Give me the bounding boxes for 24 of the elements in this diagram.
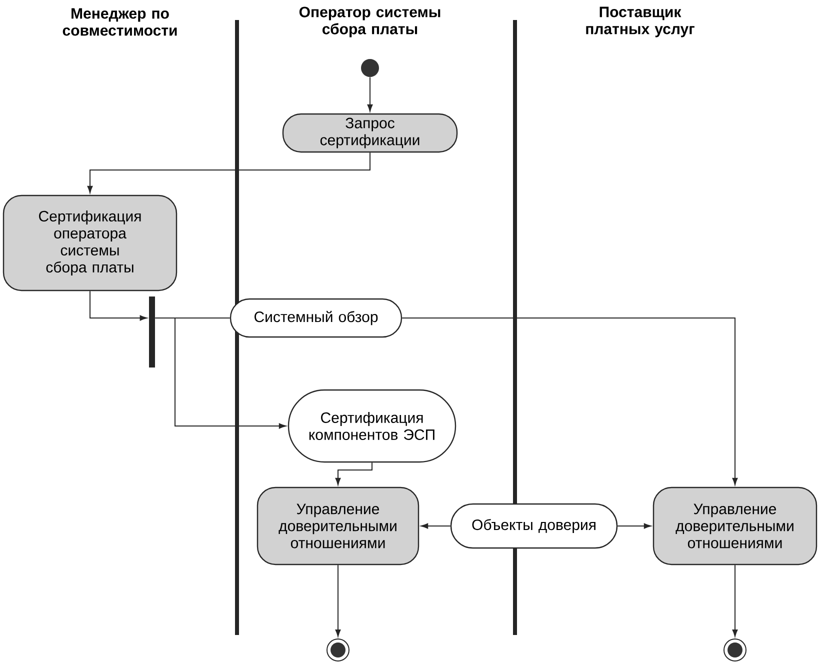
rounded-box: Сертификация компонентов ЭСП [288,389,456,463]
arrow [402,318,738,486]
end-node [724,638,746,662]
arrow [367,76,373,112]
arrow [87,152,370,194]
lane-header: Оператор системы сбора платы [299,6,440,38]
activity-box: Запрос сертификации [282,113,458,153]
rounded-box: Объекты доверия [450,503,618,549]
activity-box: Сертификация оператора системы сбора платы [2,194,178,292]
arrow [617,523,652,529]
activity-box: Управление доверительными отношениями [256,486,420,566]
activity-box: Управление доверительными отношениями [652,486,818,566]
end-node [326,638,350,662]
arrow [420,523,451,529]
arrow [732,564,738,637]
fork-bar [149,296,155,368]
arrow [335,564,341,637]
start-node [361,59,379,77]
arrow [335,462,372,486]
arrow [154,318,286,429]
lane-header: Менеджер по совместимости [62,8,177,36]
rounded-box: Системный обзор [230,298,402,338]
arrow [90,290,147,321]
lane-header: Поставщик платных услуг [586,6,694,38]
